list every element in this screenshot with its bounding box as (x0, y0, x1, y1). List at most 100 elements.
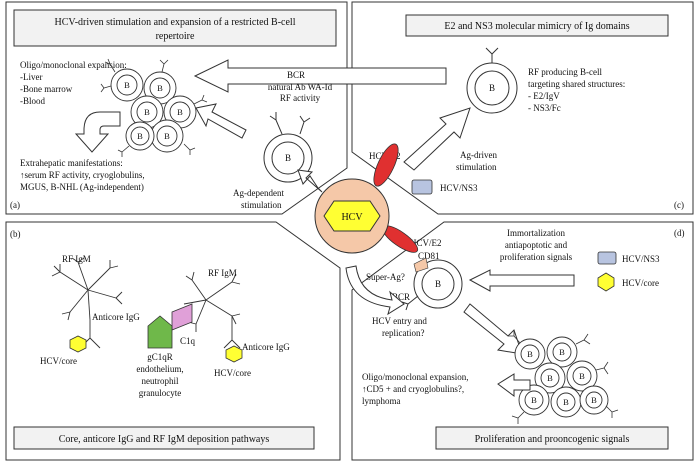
panel-d-letter: (d) (674, 228, 685, 238)
panel-a-expansion-1: Oligo/monoclonal expansion: (20, 60, 127, 70)
panel-d-legend-core: HCV/core (622, 278, 659, 288)
panel-a-single-bcell-label: B (285, 153, 291, 163)
panel-c-rf-1: RF producing B-cell (528, 67, 602, 77)
svg-text:B: B (124, 80, 130, 90)
panel-a-small-up-arrow (297, 169, 323, 193)
svg-text:B: B (559, 347, 565, 357)
panel-b-gc1qr-2: endothelium, (136, 364, 183, 374)
panel-c-rf-4: - NS3/Fc (528, 103, 561, 113)
svg-text:B: B (527, 349, 533, 359)
svg-text:B: B (591, 395, 597, 405)
panel-d-oligo-3: lymphoma (362, 396, 401, 406)
panel-b-gc1qr-4: granulocyte (139, 388, 181, 398)
hub-core-hexagon (323, 200, 381, 232)
svg-text:B: B (531, 395, 537, 405)
svg-text:B: B (157, 83, 163, 93)
panel-b-rf-igm-1-glyph (51, 257, 123, 321)
panel-b-rf-igm-2: RF IgM (208, 268, 237, 278)
panel-d-receptor-marks (508, 330, 619, 424)
panel-d-bcell-cluster (514, 336, 609, 418)
panel-d-cd81-marker (413, 257, 429, 273)
panel-b-gc1qr-1: gC1qR (147, 352, 173, 362)
panel-b-core-2 (225, 345, 243, 363)
panel-d-left-arrow (468, 269, 575, 292)
panel-d-oligo-1: Oligo/monoclonal expansion, (362, 372, 468, 382)
panel-a-bcr-3: RF activity (280, 93, 321, 103)
panel-a-receptor-marks (100, 58, 208, 157)
panel-d-hcv-e2-label: HCV/E2 (410, 238, 442, 248)
panel-d-cluster-b-labels: B B B B B B B (527, 347, 597, 407)
panel-b-gc1qr-shape (147, 315, 173, 349)
panel-a-ag-dependent-2: stimulation (241, 200, 282, 210)
panel-c-ns3-label: HCV/NS3 (440, 183, 478, 193)
panel-b-hcv-core-1: HCV/core (40, 356, 77, 366)
panel-d-cd81-label: CD81 (418, 251, 440, 261)
panel-a-extrahepatic-2: ↑serum RF activity, cryoglobulins, (20, 170, 145, 180)
panel-b-outline (5, 221, 341, 461)
panel-a-bcell-cluster (110, 68, 197, 153)
panel-c-ag-driven-2: stimulation (456, 162, 497, 172)
panel-c-title-box (405, 14, 669, 37)
panel-d-cluster-arrow (497, 373, 531, 397)
svg-text:B: B (144, 107, 150, 117)
panel-b-gc1qr-3: neutrophil (142, 376, 179, 386)
panel-d-entry-2: replication? (382, 328, 424, 338)
svg-text:B: B (137, 131, 143, 141)
panel-d-legend-core-swatch (597, 272, 615, 292)
panel-d-legend-ns3: HCV/NS3 (622, 254, 660, 264)
panel-b-anticore-2: Anticore IgG (242, 342, 290, 352)
panel-a-bcr-2: natural Ab WA-Id (268, 82, 333, 92)
panel-c-bcell-label: B (489, 83, 495, 93)
panel-a-diagonal-arrow (195, 103, 247, 139)
panel-a-expansion-4: -Blood (20, 96, 46, 106)
panel-c-title: E2 and NS3 molecular mimicry of Ig domai… (444, 21, 629, 32)
panel-b-core-1 (69, 335, 87, 353)
panel-b-rf-igm-2-glyph (183, 271, 241, 349)
panel-a-expansion-3: -Bone marrow (20, 84, 73, 94)
svg-text:B: B (177, 107, 183, 117)
svg-text:B: B (164, 131, 170, 141)
panel-d-bcr-label: BCR (392, 292, 410, 302)
panel-c-ag-driven-1: Ag-driven (460, 150, 497, 160)
panel-a-bcr-1: BCR (287, 70, 305, 80)
panel-a-title-line1: HCV-driven stimulation and expansion of … (55, 17, 296, 28)
panel-c-bcell (466, 47, 518, 114)
svg-text:B: B (579, 371, 585, 381)
panel-b-footer-box (13, 426, 315, 450)
panel-b-rf-igm-1: RF IgM (62, 254, 91, 264)
panel-c-diagonal-arrow (403, 107, 471, 171)
panel-d-super-ag: Super-Ag? (366, 272, 405, 282)
panel-d-legend-ns3-swatch (597, 251, 617, 265)
panel-b-letter: (b) (10, 229, 21, 239)
panel-a-curved-arrow (74, 111, 121, 153)
panel-b-c1q-label: C1q (180, 336, 196, 346)
panel-a-extrahepatic-3: MGUS, B-NHL (Ag-independent) (20, 182, 144, 192)
panel-d-bcell (401, 259, 463, 311)
svg-text:B: B (563, 397, 569, 407)
panel-a-letter: (a) (10, 200, 20, 210)
hub-label: HCV (341, 212, 363, 223)
panel-a-large-left-arrow (193, 59, 447, 93)
panel-c-ns3-swatch (411, 179, 433, 195)
panel-b-c1q-shape (171, 303, 193, 331)
panel-b-anticore-1: Anticore IgG (92, 312, 140, 322)
panel-d-immortalization-2: antiapoptotic and (505, 240, 568, 250)
panel-c-outline (351, 1, 694, 215)
panel-d-curved-arrow (345, 265, 405, 316)
panel-d-footer: Proliferation and prooncogenic signals (475, 434, 630, 445)
panel-c-rf-3: - E2/IgV (528, 91, 560, 101)
panel-a-expansion-2: -Liver (20, 72, 43, 82)
panel-a-extrahepatic-1: Extrahepatic manifestations: (20, 158, 123, 168)
hub-e2-spike-upper (373, 143, 399, 187)
panel-d-footer-box (435, 426, 669, 450)
panel-b-footer: Core, anticore IgG and RF IgM deposition… (59, 434, 270, 445)
panel-c-letter: (c) (674, 200, 684, 210)
panel-c-rf-2: targeting shared structures: (528, 79, 625, 89)
panel-a-cluster-b-labels: B B B B B B (124, 80, 183, 141)
panel-d-diagonal-arrow (463, 303, 523, 355)
svg-text:B: B (547, 373, 553, 383)
panel-b-hcv-core-2: HCV/core (214, 368, 251, 378)
panel-a-title-line2: repertoire (156, 31, 195, 42)
